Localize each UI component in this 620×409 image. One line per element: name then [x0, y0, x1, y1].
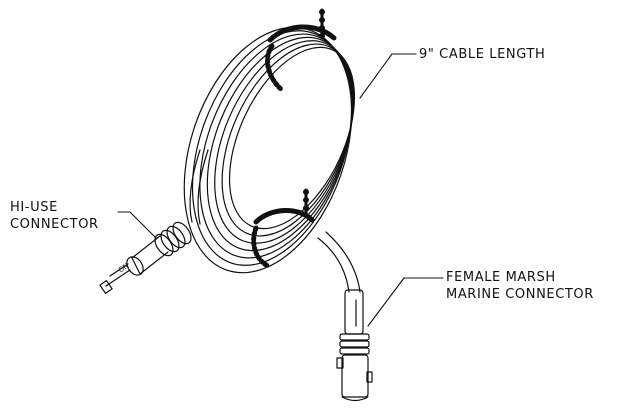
- hi-use-line-1: HI-USE: [10, 200, 58, 215]
- female-line-2: MARINE CONNECTOR: [446, 287, 594, 302]
- cable-lead-left: [189, 149, 209, 225]
- leader-female: [367, 277, 444, 327]
- hi-use-line-2: CONNECTOR: [10, 217, 99, 232]
- top-cable-tie: [265, 8, 337, 93]
- female-marsh-connector: [336, 289, 373, 402]
- bottom-cable-tie: [251, 188, 315, 269]
- cable-coil: [183, 26, 356, 274]
- cable-length-label: 9" CABLE LENGTH: [419, 46, 545, 63]
- hi-use-connector: ON: [99, 221, 192, 294]
- leader-hi-use: [117, 211, 157, 239]
- cable-lead-right: [317, 231, 361, 293]
- female-line-1: FEMALE MARSH: [446, 270, 556, 285]
- female-connector-label: FEMALE MARSH MARINE CONNECTOR: [446, 269, 594, 303]
- cable-length-text: 9" CABLE LENGTH: [419, 47, 546, 62]
- leader-lines: [117, 53, 444, 327]
- leader-cable-length: [359, 53, 417, 99]
- hi-use-connector-label: HI-USE CONNECTOR: [10, 199, 99, 233]
